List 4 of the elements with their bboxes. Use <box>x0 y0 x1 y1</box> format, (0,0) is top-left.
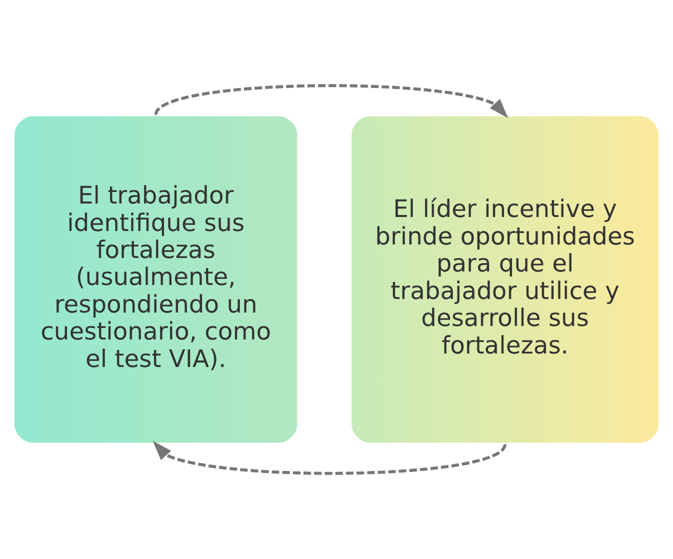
node-box: El líder incentive y brinde oportunidades para que el trabajador utilice y desarrolle sus fortalezas. <box>352 116 658 443</box>
arrow <box>154 84 508 118</box>
node-box: El trabajador identifique sus fortalezas (usualmente, respondiendo un cuestionario, como el test VIA). <box>14 116 298 443</box>
arrow <box>152 440 506 475</box>
